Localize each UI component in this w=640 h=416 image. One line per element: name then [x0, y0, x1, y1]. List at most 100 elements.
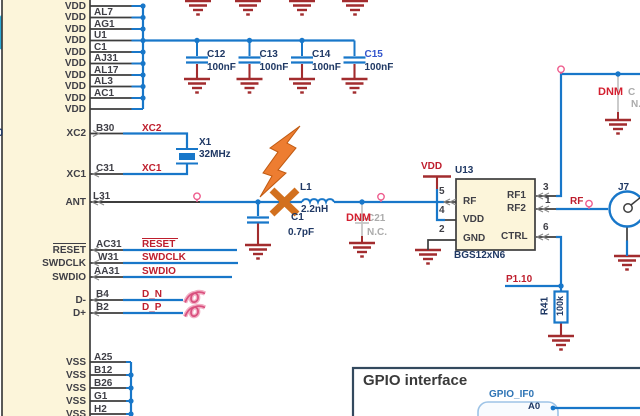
pin-name-vss: VSS	[65, 408, 86, 416]
ground-symbol[interactable]	[349, 241, 375, 258]
ground-symbol[interactable]	[548, 334, 574, 351]
u13-pin-name-rf2: RF2	[507, 202, 526, 214]
r41-value[interactable]: 100k	[555, 295, 566, 317]
pin-number-vss: H2	[94, 403, 107, 415]
diff-pair-icon	[182, 289, 207, 305]
ground-symbol[interactable]	[235, 0, 261, 16]
u13-vdd-wire[interactable]	[435, 189, 445, 222]
xc2-wire[interactable]	[123, 132, 189, 150]
vdd-pin-rows[interactable]	[90, 3, 146, 110]
dnm-shunt-ref: C21	[367, 213, 386, 224]
delete-cross-annotation[interactable]	[269, 187, 300, 217]
vdd-net-label[interactable]: VDD	[421, 161, 443, 172]
ground-symbol[interactable]	[289, 0, 315, 16]
net-label-reset[interactable]: RESET	[142, 239, 176, 250]
ground-symbol[interactable]	[342, 0, 368, 16]
crystal-ref[interactable]: X1	[199, 137, 212, 148]
pin-number-reset: AC31	[96, 239, 122, 250]
port-marker[interactable]	[193, 192, 201, 201]
pin-direction-arrows	[90, 130, 550, 317]
u13-switch-body[interactable]	[455, 178, 536, 251]
port-marker[interactable]	[377, 192, 385, 201]
capacitor-C14[interactable]	[289, 40, 315, 94]
dnm-top-flag[interactable]: DNM	[598, 86, 624, 98]
l1-value[interactable]: 2.2nH	[301, 204, 329, 215]
rf-net-label[interactable]: RF	[570, 196, 584, 207]
ground-symbol[interactable]	[289, 77, 315, 94]
j7-connector[interactable]	[608, 190, 640, 228]
cap-value: 100nF	[364, 62, 394, 73]
crystal-symbol[interactable]	[176, 148, 198, 165]
gpio-harness[interactable]	[477, 401, 559, 416]
rf1-wire[interactable]	[556, 72, 640, 198]
u13-gnd-stub[interactable]	[427, 239, 456, 250]
capacitor-C12[interactable]	[184, 40, 210, 94]
ground-symbol[interactable]	[184, 77, 210, 94]
ground-symbol[interactable]	[236, 77, 263, 94]
decoupling-capacitors[interactable]	[184, 40, 368, 94]
pin-name-vss: VSS	[65, 395, 86, 407]
dnm-shunt-flag[interactable]: DNM	[346, 212, 372, 224]
pin-number-vdd: AJ31	[94, 53, 118, 64]
gpio-interface-box[interactable]	[351, 366, 640, 416]
power-stems[interactable]	[256, 175, 563, 337]
port-marker[interactable]	[585, 199, 593, 208]
u13-part[interactable]: BGS12xN6	[454, 250, 506, 261]
u13-pin-name-vdd: VDD	[463, 214, 485, 225]
gpio-pin-a0[interactable]: A0	[528, 400, 541, 412]
ground-symbol[interactable]	[341, 77, 368, 94]
pin-number-vss: A25	[94, 351, 113, 363]
port-marker[interactable]	[557, 65, 565, 74]
c1-capacitor[interactable]	[247, 216, 269, 224]
pin-name-swdio: SWDIO	[52, 271, 86, 283]
gpio-harness-label[interactable]: GPIO_IF0	[489, 389, 535, 400]
pin-stubs[interactable]	[90, 132, 628, 314]
c1-value[interactable]: 0.7pF	[288, 227, 315, 238]
capacitor-C15[interactable]	[341, 40, 368, 94]
l1-ref[interactable]: L1	[300, 182, 312, 193]
capacitor-C13[interactable]	[236, 40, 263, 94]
ground-symbol[interactable]	[415, 248, 441, 265]
pin-number-xc1: C31	[96, 163, 115, 174]
dnm-capacitor-shunt[interactable]	[355, 202, 369, 243]
net-label-swdio[interactable]: SWDIO	[142, 266, 176, 277]
dnm-top-ref: C	[628, 87, 636, 98]
crystal-value[interactable]: 32MHz	[199, 149, 231, 160]
r41-resistor[interactable]	[553, 290, 569, 324]
cap-value: 100nF	[259, 62, 289, 73]
pin-name-vss: VSS	[65, 382, 86, 394]
main-ic-body[interactable]	[1, 0, 91, 416]
xc1-wire[interactable]	[123, 163, 189, 176]
ctrl-wire[interactable]	[556, 235, 563, 286]
lightning-annotation-icon[interactable]	[259, 125, 301, 198]
pin-number-dminus: B4	[96, 289, 109, 300]
ground-symbols[interactable]	[185, 0, 640, 351]
pin-number-ant: L31	[93, 191, 111, 202]
edge-text-fragment: 0	[0, 127, 4, 139]
net-label-dp[interactable]: D_P	[142, 302, 162, 313]
dnm-top-status: N.C.	[631, 99, 640, 110]
pin-name-xc2: XC2	[66, 128, 86, 139]
net-label-swdclk[interactable]: SWDCLK	[142, 252, 186, 263]
pin-number-dplus: B2	[96, 302, 109, 313]
u13-ref[interactable]: U13	[455, 165, 474, 176]
l1-inductor[interactable]	[301, 198, 335, 206]
net-label-xc2[interactable]: XC2	[142, 123, 162, 134]
ground-symbol[interactable]	[245, 243, 271, 260]
ground-symbol[interactable]	[185, 0, 211, 16]
j7-ref[interactable]: J7	[618, 182, 630, 193]
ground-symbol[interactable]	[614, 254, 640, 271]
dnm-shunt-status: N.C.	[367, 227, 387, 238]
ground-symbol[interactable]	[605, 118, 631, 135]
port-markers[interactable]	[193, 65, 593, 209]
net-label-xc1[interactable]: XC1	[142, 163, 162, 174]
net-label-dn[interactable]: D_N	[142, 289, 163, 300]
pin-number-vdd: AL17	[94, 64, 119, 76]
c1-ref[interactable]: C1	[291, 212, 304, 223]
p110-net-label[interactable]: P1.10	[506, 274, 533, 285]
u13-pin-number-1: 1	[545, 195, 551, 206]
r41-ref[interactable]: R41	[539, 296, 551, 316]
